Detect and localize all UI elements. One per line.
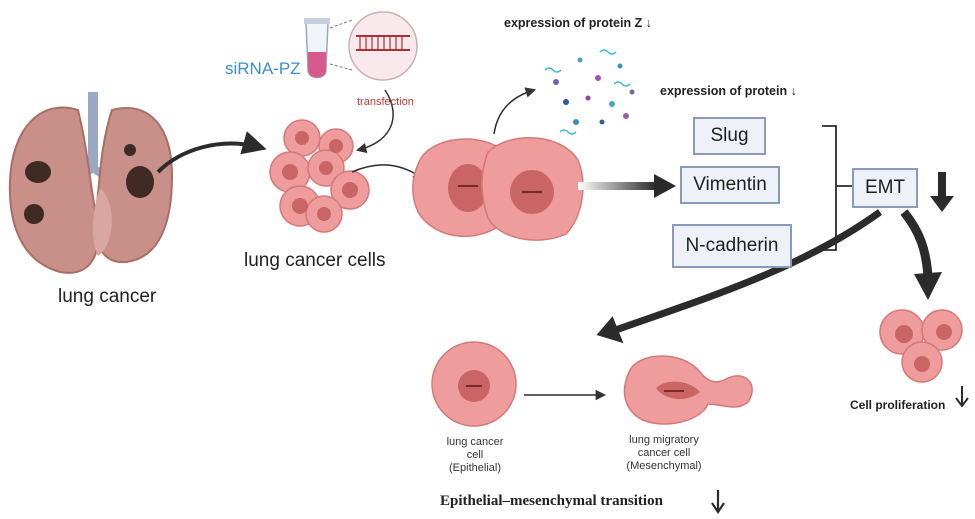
expression-protein-label: expression of protein ↓ bbox=[660, 84, 797, 98]
emt-to-proliferation-arrow bbox=[900, 209, 933, 277]
left-lung-icon bbox=[8, 106, 100, 274]
emt-to-transition-arrow bbox=[608, 209, 883, 336]
tumor-icon bbox=[25, 161, 51, 183]
emt-down-arrow-icon bbox=[930, 172, 954, 212]
protein-bracket bbox=[822, 125, 852, 251]
to-protein-z-arrow bbox=[493, 87, 537, 135]
expression-protein-z-label: expression of protein Z ↓ bbox=[504, 16, 652, 30]
tumor-icon bbox=[124, 144, 136, 156]
epithelial-cell-label: lung cancer cell (Epithelial) bbox=[437, 436, 513, 475]
proliferation-down-arrow-icon bbox=[955, 386, 969, 408]
mesenchymal-label-line: cancer cell bbox=[637, 447, 691, 459]
transfection-arrow bbox=[355, 89, 394, 154]
transfection-label: transfection bbox=[357, 96, 414, 108]
protein-z-molecules-icon bbox=[544, 49, 635, 135]
protein-box-slug: Slug bbox=[693, 117, 766, 155]
mesenchymal-cell-label: lung migratory cancer cell (Mesenchymal) bbox=[612, 434, 716, 473]
epithelial-label-line: lung cancer bbox=[446, 436, 504, 448]
mesenchymal-cell-icon bbox=[623, 355, 753, 425]
lungs-to-cells-arrow bbox=[156, 131, 267, 174]
mesenchymal-label-line: (Mesenchymal) bbox=[626, 460, 702, 472]
lung-cancer-label: lung cancer bbox=[58, 286, 157, 307]
sirna-magnifier-icon bbox=[348, 11, 418, 81]
sirna-tube-icon bbox=[304, 18, 330, 79]
transfected-cells-icon bbox=[412, 136, 584, 241]
mesenchymal-label-line: lung migratory bbox=[629, 434, 699, 446]
trachea-icon bbox=[88, 92, 98, 170]
lungs-illustration bbox=[8, 92, 174, 274]
tumor-icon bbox=[126, 166, 154, 198]
epithelial-label-line: (Epithelial) bbox=[449, 462, 501, 474]
to-proteins-arrow bbox=[578, 182, 656, 190]
emt-title-down-arrow-icon bbox=[711, 490, 725, 514]
emt-title-label: Epithelial–mesenchymal transition bbox=[440, 493, 663, 509]
epithelial-label-line: cell bbox=[466, 449, 484, 461]
cell-proliferation-label: Cell proliferation bbox=[850, 398, 946, 412]
lung-cancer-cells-label: lung cancer cells bbox=[244, 250, 386, 271]
protein-box-n-cadherin: N-cadherin bbox=[672, 224, 792, 268]
tumor-icon bbox=[24, 204, 44, 224]
epithelial-cell-icon bbox=[431, 341, 517, 427]
protein-box-vimentin: Vimentin bbox=[680, 166, 780, 204]
sirna-label: siRNA-PZ bbox=[225, 59, 301, 78]
emt-box: EMT bbox=[852, 168, 918, 208]
